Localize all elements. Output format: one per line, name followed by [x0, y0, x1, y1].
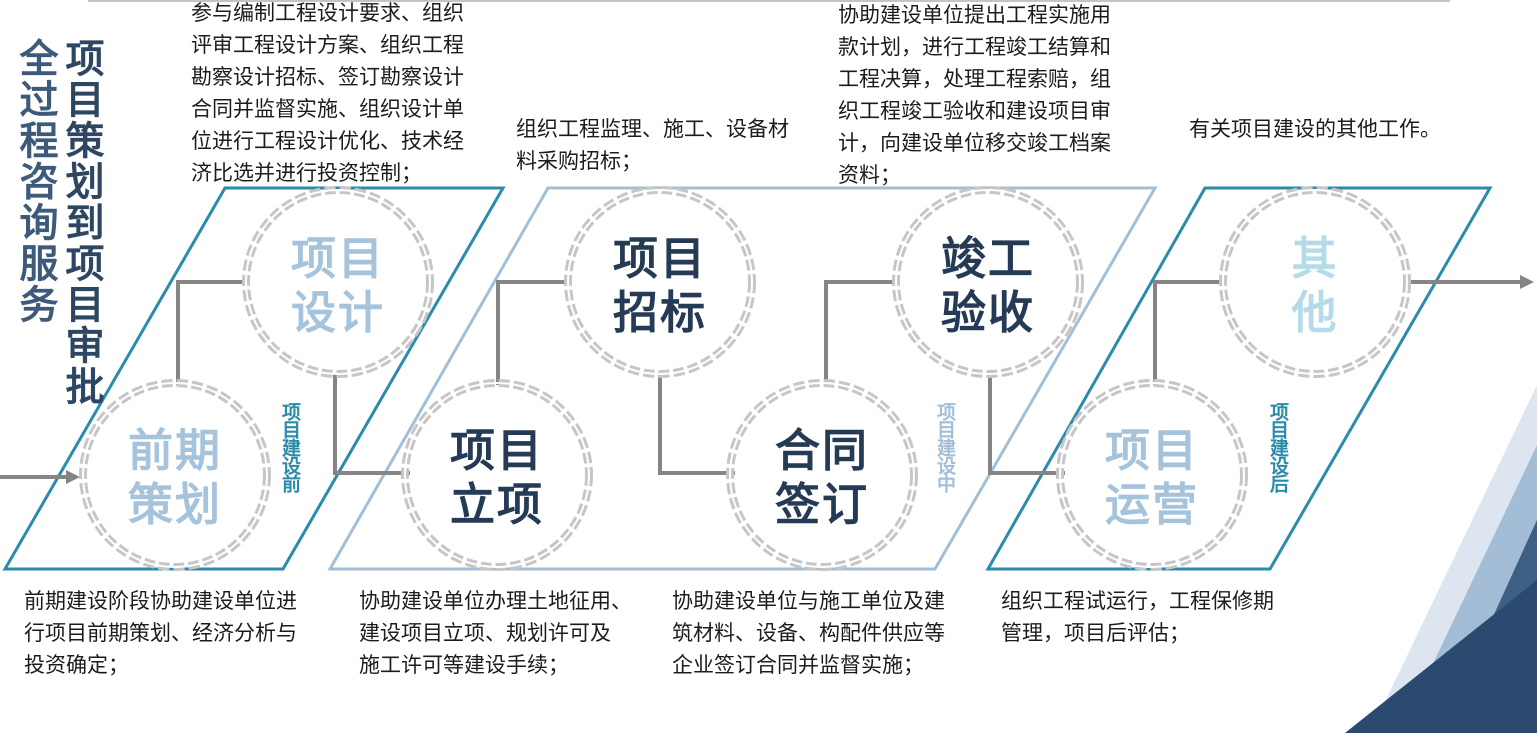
node-sheji-line2: 设计 [290, 286, 385, 339]
desc-yunying-line: 组织工程试运行，工程保修期 [1001, 589, 1274, 613]
node-qianqi-line2: 策划 [127, 478, 222, 531]
title-line-2: 项目策划到项目审批 [59, 38, 104, 407]
desc-qianding-line: 企业签订合同并监督实施； [672, 653, 924, 677]
ring-sheji [242, 186, 434, 378]
node-qianqi-line1: 前期 [127, 424, 222, 477]
desc-zhaobiao-line: 组织工程监理、施工、设备材 [516, 117, 789, 141]
title-line-1: 全过程咨询服务 [13, 38, 58, 325]
desc-yunying: 组织工程试运行，工程保修期 管理，项目后评估； [1001, 585, 1274, 649]
desc-jungong-line: 资料； [838, 163, 901, 187]
desc-jungong-line: 协助建设单位提出工程实施用 [838, 3, 1111, 27]
node-qita-line2: 他 [1291, 286, 1339, 339]
node-yunying-line2: 运营 [1104, 478, 1199, 531]
desc-qianding-line: 协助建设单位与施工单位及建 [672, 589, 945, 613]
node-zhaobiao-line1: 项目 [612, 232, 707, 285]
node-jungong-line2: 验收 [940, 286, 1035, 339]
desc-jungong-line: 工程决算，处理工程索赔，组 [838, 67, 1111, 91]
desc-qianqi-line: 投资确定； [24, 653, 129, 677]
stage-tag-during: 项目建设中 [934, 402, 956, 492]
stage-tag-before: 项目建设前 [279, 402, 301, 492]
desc-jungong: 协助建设单位提出工程实施用 款计划，进行工程竣工结算和 工程决算，处理工程索赔，… [838, 0, 1111, 191]
node-zhaobiao: 项目 招标 [600, 232, 720, 340]
connectors [176, 280, 1225, 475]
stage-frame-before [2, 186, 506, 571]
desc-qianqi-line: 前期建设阶段协助建设单位进 [24, 589, 297, 613]
desc-qianqi-line: 行项目前期策划、经济分析与 [24, 621, 297, 645]
node-qita: 其 他 [1255, 232, 1375, 340]
desc-lixiang: 协助建设单位办理土地征用、 建设项目立项、规划许可及 施工许可等建设手续； [359, 585, 632, 681]
ring-jungong [892, 186, 1084, 378]
desc-sheji-line: 勘察设计招标、签订勘察设计 [191, 65, 464, 89]
stage-frame-after [985, 186, 1493, 571]
node-qianding: 合同 签订 [762, 424, 882, 532]
node-jungong: 竣工 验收 [928, 232, 1048, 340]
node-qianqi: 前期 策划 [115, 424, 235, 532]
node-lixiang-line2: 立项 [449, 478, 544, 531]
desc-jungong-line: 计，向建设单位移交竣工档案 [838, 131, 1111, 155]
desc-qianding-line: 筑材料、设备、构配件供应等 [672, 621, 945, 645]
ring-qita [1219, 186, 1411, 378]
desc-sheji-line: 合同并监督实施、组织设计单 [191, 97, 464, 121]
desc-lixiang-line: 建设项目立项、规划许可及 [359, 621, 611, 645]
ring-qianqi [79, 379, 271, 571]
node-lixiang-line1: 项目 [449, 424, 544, 477]
desc-zhaobiao: 组织工程监理、施工、设备材 料采购招标； [516, 113, 789, 177]
node-qita-line1: 其 [1291, 232, 1339, 285]
desc-lixiang-line: 协助建设单位办理土地征用、 [359, 589, 632, 613]
corner-decoration [1345, 385, 1537, 733]
desc-qita: 有关项目建设的其他工作。 [1189, 113, 1441, 145]
ring-yunying [1056, 379, 1248, 571]
desc-qianqi: 前期建设阶段协助建设单位进 行项目前期策划、经济分析与 投资确定； [24, 585, 297, 681]
desc-sheji-line: 参与编制工程设计要求、组织 [191, 1, 464, 25]
desc-yunying-line: 管理，项目后评估； [1001, 621, 1190, 645]
stage-frame-during [327, 186, 1158, 571]
node-qianding-line1: 合同 [774, 424, 869, 477]
desc-sheji: 参与编制工程设计要求、组织 评审工程设计方案、组织工程 勘察设计招标、签订勘察设… [191, 0, 464, 189]
desc-sheji-line: 位进行工程设计优化、技术经 [191, 129, 464, 153]
desc-jungong-line: 款计划，进行工程竣工结算和 [838, 35, 1111, 59]
stage-tag-after: 项目建设后 [1267, 402, 1289, 492]
desc-zhaobiao-line: 料采购招标； [516, 149, 642, 173]
entry-arrow [0, 470, 80, 484]
ring-qianding [726, 379, 918, 571]
desc-jungong-line: 织工程竣工验收和建设项目审 [838, 99, 1111, 123]
node-yunying-line1: 项目 [1104, 424, 1199, 477]
node-zhaobiao-line2: 招标 [612, 286, 707, 339]
node-sheji-line1: 项目 [290, 232, 385, 285]
ring-zhaobiao [564, 186, 756, 378]
desc-qita-line: 有关项目建设的其他工作。 [1189, 117, 1441, 141]
desc-sheji-line: 济比选并进行投资控制； [191, 161, 422, 185]
exit-arrow [1405, 275, 1534, 289]
node-sheji: 项目 设计 [278, 232, 398, 340]
desc-sheji-line: 评审工程设计方案、组织工程 [191, 33, 464, 57]
node-qianding-line2: 签订 [774, 478, 869, 531]
desc-lixiang-line: 施工许可等建设手续； [359, 653, 569, 677]
node-yunying: 项目 运营 [1092, 424, 1212, 532]
ring-lixiang [401, 379, 593, 571]
node-lixiang: 项目 立项 [437, 424, 557, 532]
desc-qianding: 协助建设单位与施工单位及建 筑材料、设备、构配件供应等 企业签订合同并监督实施； [672, 585, 945, 681]
node-jungong-line1: 竣工 [940, 232, 1035, 285]
